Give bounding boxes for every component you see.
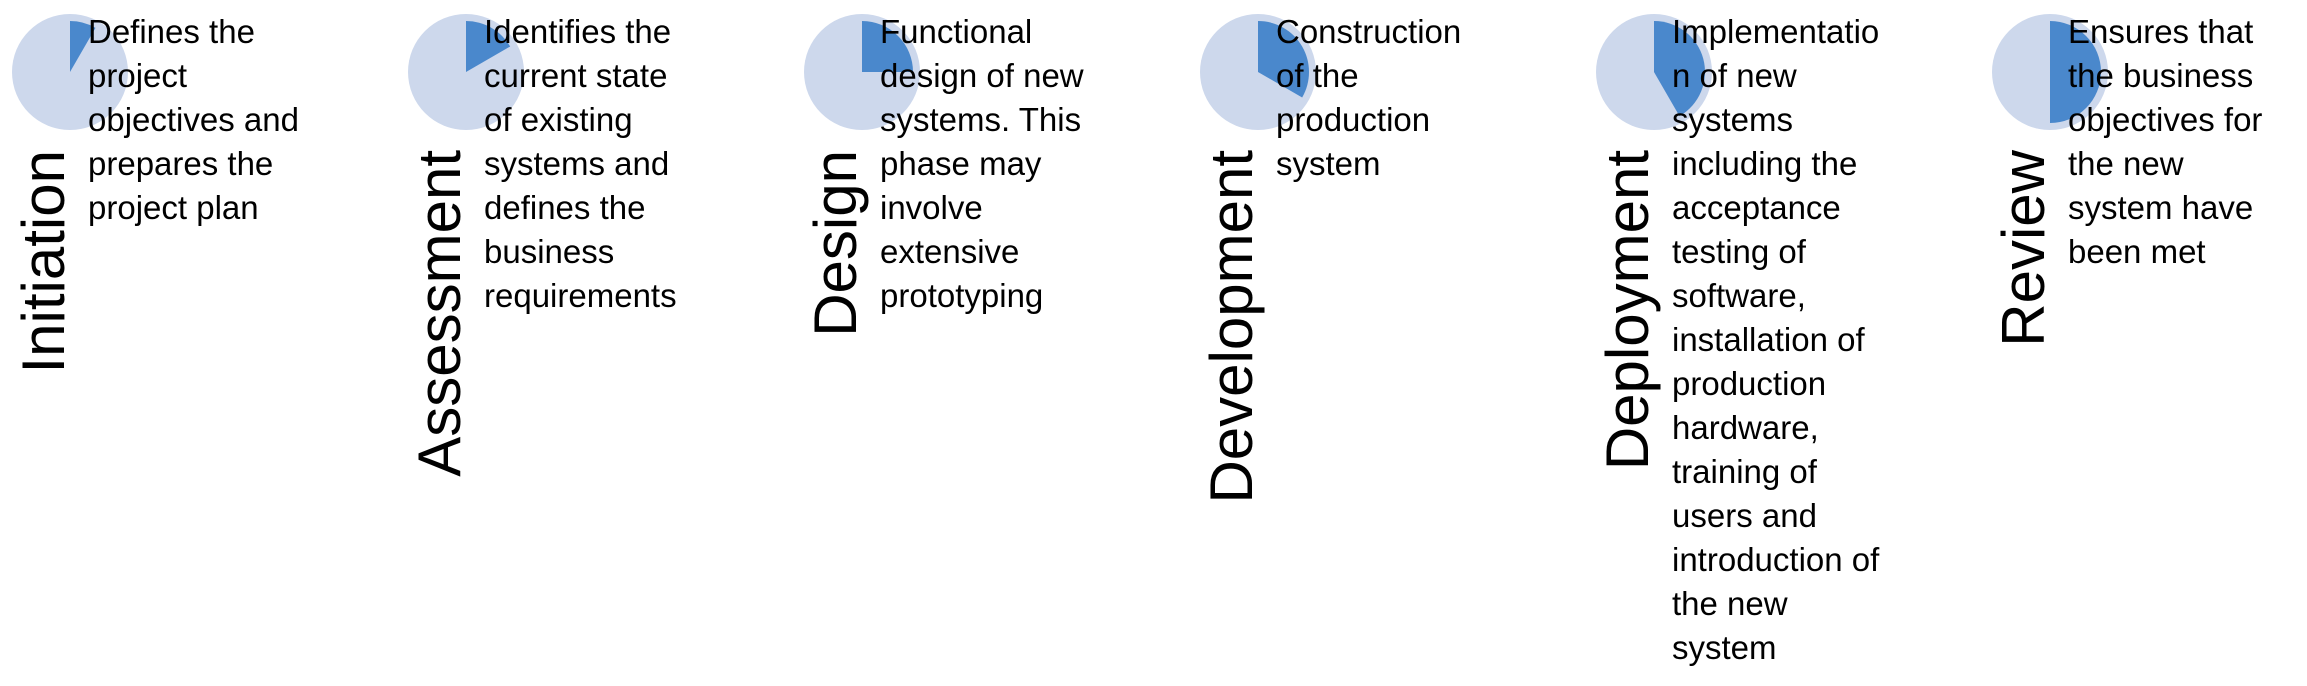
pie-slice — [1258, 21, 1309, 98]
pie-svg — [12, 14, 128, 130]
pie-progress-icon — [1990, 12, 2110, 132]
pie-svg — [408, 14, 524, 130]
phase-deployment: Deployment Implementatio n of new system… — [1584, 0, 1980, 686]
phase-description: Functional design of new systems. This p… — [880, 13, 1084, 314]
pie-slice — [2050, 21, 2101, 123]
phase-title: Initiation — [10, 150, 77, 374]
phase-review: Review Ensures that the business objecti… — [1980, 0, 2307, 686]
pie-progress-icon — [10, 12, 130, 132]
pie-svg — [1200, 14, 1316, 130]
phase-title: Assessment — [406, 150, 473, 477]
phase-initiation: Initiation Defines the project objective… — [0, 0, 396, 686]
pie-slice — [862, 21, 913, 72]
phase-title: Deployment — [1594, 150, 1661, 471]
pie-svg — [1596, 14, 1712, 130]
pie-progress-icon — [1198, 12, 1318, 132]
pie-slice — [466, 21, 511, 72]
pie-progress-icon — [1594, 12, 1714, 132]
phase-title: Review — [1990, 150, 2057, 347]
pie-svg — [804, 14, 920, 130]
phase-assessment: Assessment Identifies the current state … — [396, 0, 792, 686]
phase-title: Development — [1198, 150, 1265, 504]
phase-description: Identifies the current state of existing… — [484, 13, 677, 314]
phase-design: Design Functional design of new systems.… — [792, 0, 1188, 686]
phase-title: Design — [802, 150, 869, 337]
pie-progress-icon — [802, 12, 922, 132]
phase-description: Ensures that the business objectives for… — [2068, 13, 2263, 270]
pie-progress-icon — [406, 12, 526, 132]
phase-description: Defines the project objectives and prepa… — [88, 13, 299, 226]
phase-description: Construction of the production system — [1276, 13, 1462, 182]
pie-slice — [70, 21, 96, 72]
phase-description: Implementatio n of new systems including… — [1672, 13, 1880, 666]
phase-development: Development Construction of the producti… — [1188, 0, 1584, 686]
pie-slice — [1654, 21, 1705, 117]
pie-svg — [1992, 14, 2108, 130]
